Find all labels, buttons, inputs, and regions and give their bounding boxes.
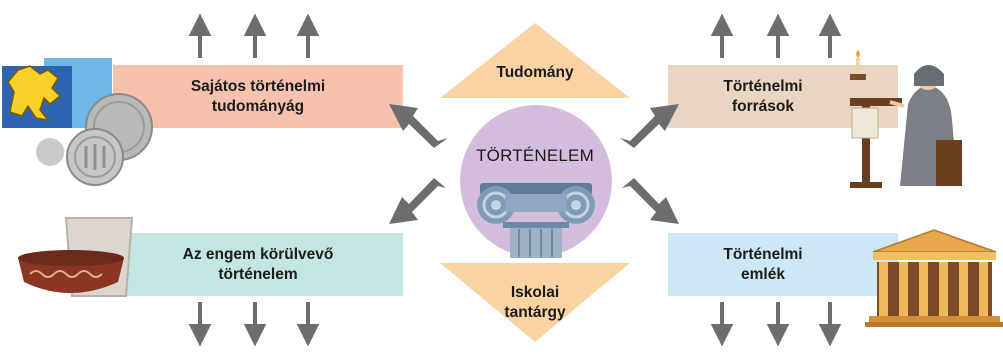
ancient-pottery-icon <box>18 217 134 297</box>
lion-coat-of-arms-and-coins-icon <box>2 58 153 186</box>
arrow-to-bottom-right <box>622 178 679 224</box>
triangle-bottom-line2: tantárgy <box>504 304 566 321</box>
arrow-to-top-left <box>389 104 448 148</box>
triangle-top-label: Tudomány <box>496 64 574 81</box>
box-top-right-label: Történelmi források <box>668 65 858 128</box>
triangle-bottom <box>440 263 630 342</box>
box-top-left-label: Sajátos történelmi tudományág <box>113 65 403 128</box>
box-bottom-right-line2: emlék <box>741 265 785 283</box>
box-top-right-line1: Történelmi <box>723 77 803 95</box>
greek-temple-icon <box>865 229 1003 327</box>
box-bottom-right-line1: Történelmi <box>723 245 803 263</box>
box-bottom-left <box>113 233 403 296</box>
triangle-top <box>440 23 630 98</box>
box-bottom-left-line2: történelem <box>218 265 298 283</box>
triangle-bottom-label: Iskolai tantárgy <box>470 283 600 323</box>
box-top-left-line1: Sajátos történelmi <box>190 77 326 95</box>
box-top-left <box>113 65 403 128</box>
box-bottom-left-line1: Az engem körülvevő <box>182 245 334 263</box>
center-title: TÖRTÉNELEM <box>476 146 594 165</box>
box-top-right-line2: források <box>731 97 794 115</box>
box-bottom-right-label: Történelmi emlék <box>668 233 858 296</box>
box-bottom-right <box>668 233 898 296</box>
arrow-to-top-right <box>620 104 679 148</box>
arrow-to-bottom-left <box>389 178 446 224</box>
box-bottom-left-label: Az engem körülvevő történelem <box>113 233 403 296</box>
ionic-column-capital-icon <box>477 183 595 258</box>
triangle-bottom-line1: Iskolai <box>510 284 560 301</box>
monk-scribe-writing-icon <box>850 50 962 188</box>
diagonal-arrows <box>389 104 679 224</box>
box-top-left-line2: tudományág <box>211 97 305 115</box>
vertical-arrows <box>188 13 842 347</box>
